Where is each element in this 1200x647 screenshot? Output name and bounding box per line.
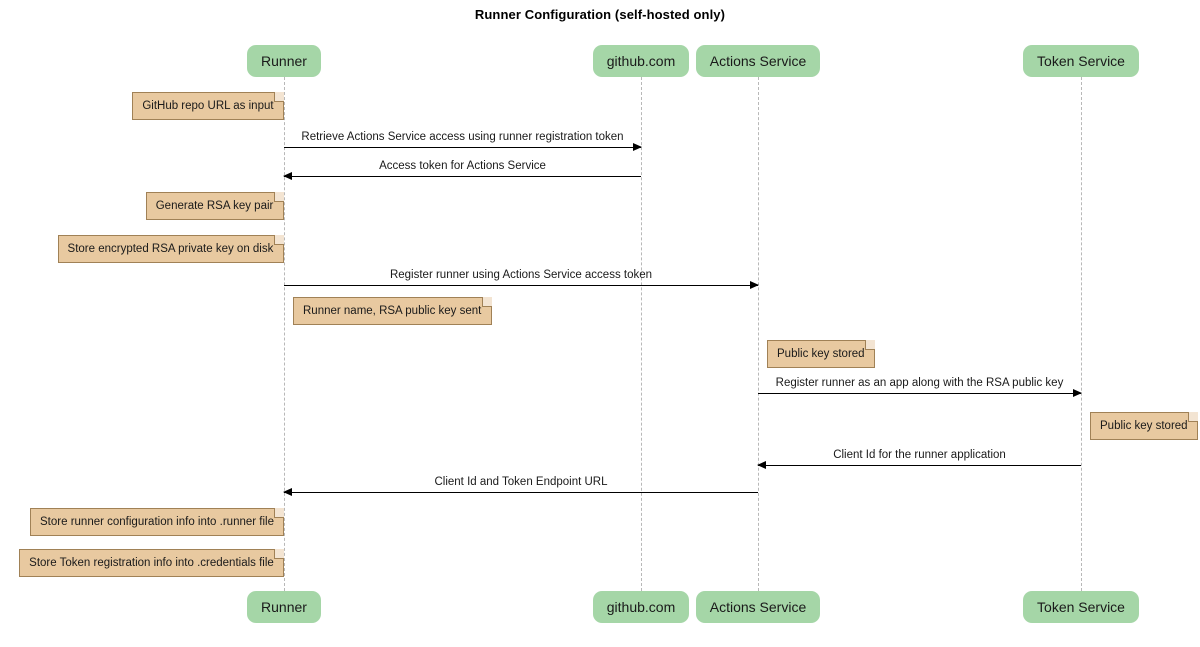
- message-label-m5: Client Id for the runner application: [833, 449, 1006, 461]
- note-label: Runner name, RSA public key sent: [303, 305, 482, 317]
- message-label-m6: Client Id and Token Endpoint URL: [434, 476, 608, 488]
- note-n5: Public key stored: [767, 340, 875, 368]
- lifeline-actions: [758, 77, 759, 591]
- participant-label: github.com: [606, 599, 676, 615]
- participant-label: github.com: [606, 53, 676, 69]
- note-label: Store runner configuration info into .ru…: [40, 516, 274, 528]
- note-label: GitHub repo URL as input: [142, 100, 274, 112]
- note-n3: Store encrypted RSA private key on disk: [57, 235, 284, 263]
- message-arrow-m3: [284, 281, 759, 289]
- arrowhead-icon: [1073, 389, 1082, 397]
- participant-top-github[interactable]: github.com: [592, 45, 690, 77]
- diagram-title: Runner Configuration (self-hosted only): [474, 7, 726, 22]
- note-fold-corner-icon: [273, 549, 284, 559]
- participant-label: Token Service: [1037, 599, 1125, 615]
- participant-label: Token Service: [1037, 53, 1125, 69]
- note-n7: Store runner configuration info into .ru…: [30, 508, 284, 536]
- participant-bottom-github[interactable]: github.com: [592, 591, 690, 623]
- message-arrow-m5: [757, 461, 1081, 469]
- note-label: Store Token registration info into .cred…: [29, 557, 274, 569]
- arrowhead-icon: [283, 488, 292, 496]
- arrowhead-icon: [757, 461, 766, 469]
- note-n8: Store Token registration info into .cred…: [19, 549, 284, 577]
- note-n2: Generate RSA key pair: [145, 192, 284, 220]
- participant-top-runner[interactable]: Runner: [247, 45, 321, 77]
- note-n1: GitHub repo URL as input: [132, 92, 284, 120]
- note-fold-corner-icon: [273, 192, 284, 202]
- arrowhead-icon: [283, 172, 292, 180]
- note-n4: Runner name, RSA public key sent: [293, 297, 492, 325]
- note-label: Generate RSA key pair: [155, 200, 274, 212]
- note-fold-corner-icon: [273, 92, 284, 102]
- message-label-m3: Register runner using Actions Service ac…: [389, 269, 653, 281]
- participant-top-token[interactable]: Token Service: [1023, 45, 1139, 77]
- lifeline-runner: [284, 77, 285, 591]
- participant-label: Runner: [261, 53, 307, 69]
- message-arrow-m2: [283, 172, 641, 180]
- arrowhead-icon: [633, 143, 642, 151]
- note-fold-corner-icon: [273, 235, 284, 245]
- message-label-m2: Access token for Actions Service: [379, 160, 546, 172]
- message-label-m1: Retrieve Actions Service access using ru…: [301, 131, 624, 143]
- message-arrow-m1: [284, 143, 642, 151]
- participant-label: Actions Service: [709, 599, 807, 615]
- participant-top-actions[interactable]: Actions Service: [695, 45, 821, 77]
- note-label: Public key stored: [1100, 420, 1188, 432]
- participant-bottom-token[interactable]: Token Service: [1023, 591, 1139, 623]
- message-label-m4: Register runner as an app along with the…: [775, 377, 1064, 389]
- note-fold-corner-icon: [1187, 412, 1198, 422]
- arrowhead-icon: [750, 281, 759, 289]
- note-fold-corner-icon: [864, 340, 875, 350]
- note-fold-corner-icon: [481, 297, 492, 307]
- message-arrow-m6: [283, 488, 758, 496]
- lifeline-token: [1081, 77, 1082, 591]
- note-label: Public key stored: [777, 348, 865, 360]
- participant-bottom-runner[interactable]: Runner: [247, 591, 321, 623]
- note-fold-corner-icon: [273, 508, 284, 518]
- lifeline-github: [641, 77, 642, 591]
- message-arrow-m4: [758, 389, 1082, 397]
- participant-bottom-actions[interactable]: Actions Service: [695, 591, 821, 623]
- participant-label: Runner: [261, 599, 307, 615]
- note-label: Store encrypted RSA private key on disk: [67, 243, 274, 255]
- note-n6: Public key stored: [1090, 412, 1198, 440]
- participant-label: Actions Service: [709, 53, 807, 69]
